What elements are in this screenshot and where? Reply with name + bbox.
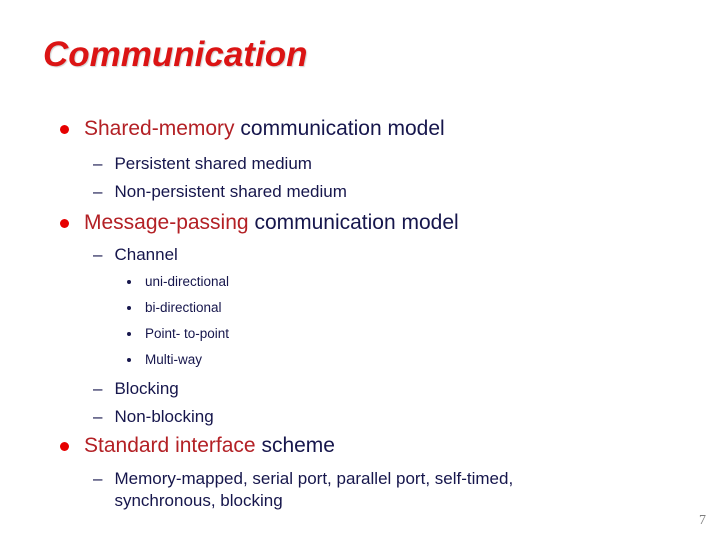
sub-bullet-text: Non-persistent shared medium — [114, 182, 347, 201]
red-bullet-dot-icon — [60, 219, 69, 228]
bullet-text: Standard interface scheme — [84, 433, 335, 459]
sub-sub-bullet-text: Point- to-point — [145, 326, 230, 341]
sub-sub-bullet-item-bi-directional: bi-directional — [0, 295, 720, 321]
sub-sub-bullet-item-uni-directional: uni-directional — [0, 269, 720, 295]
dash-bullet-icon: – — [93, 407, 103, 426]
sub-bullet-item-persistent: – Persistent shared medium — [0, 150, 720, 178]
bullet-rest-text: communication model — [240, 117, 445, 140]
sub-sub-bullet-item-multi-way: Multi-way — [0, 347, 720, 373]
small-dot-icon — [127, 358, 131, 362]
page-number: 7 — [699, 513, 706, 528]
red-bullet-dot-icon — [60, 442, 69, 451]
sub-bullet-text: Channel — [114, 245, 178, 264]
sub-bullet-item-non-blocking: – Non-blocking — [0, 403, 720, 431]
sub-sub-bullet-text: bi-directional — [145, 300, 222, 315]
sub-bullet-item-channel: – Channel — [0, 242, 720, 268]
keyword-text: Message-passing — [84, 211, 249, 234]
bullet-item-message-passing: Message-passing communication model — [0, 210, 720, 236]
bullet-item-standard-interface: Standard interface scheme — [0, 433, 720, 459]
dash-bullet-icon: – — [93, 182, 103, 201]
bullet-rest-text: communication model — [254, 211, 459, 234]
sub-bullet-text: Memory-mapped, serial port, parallel por… — [114, 469, 514, 510]
sub-bullet-text: Blocking — [114, 379, 179, 398]
keyword-text: Shared-memory — [84, 117, 235, 140]
dash-bullet-icon: – — [93, 154, 103, 173]
small-dot-icon — [127, 306, 131, 310]
dash-bullet-icon: – — [93, 245, 103, 264]
sub-sub-bullet-item-point-to-point: Point- to-point — [0, 321, 720, 347]
keyword-text: Standard interface — [84, 434, 256, 457]
sub-bullet-text: Non-blocking — [114, 407, 214, 426]
red-bullet-dot-icon — [60, 125, 69, 134]
bullet-text: Message-passing communication model — [84, 210, 459, 236]
sub-bullet-item-blocking: – Blocking — [0, 375, 720, 403]
sub-sub-bullet-text: Multi-way — [145, 352, 203, 367]
bullet-item-shared-memory: Shared-memory communication model — [0, 116, 720, 142]
sub-bullet-text: Persistent shared medium — [114, 154, 312, 173]
dash-bullet-icon: – — [93, 469, 103, 488]
sub-sub-bullet-text: uni-directional — [145, 274, 230, 289]
bullet-text: Shared-memory communication model — [84, 116, 445, 142]
sub-bullet-item-non-persistent: – Non-persistent shared medium — [0, 178, 720, 206]
bullet-rest-text: scheme — [261, 434, 335, 457]
page-title: Communication — [43, 35, 308, 74]
small-dot-icon — [127, 332, 131, 336]
dash-bullet-icon: – — [93, 379, 103, 398]
sub-bullet-item-memory-mapped: – Memory-mapped, serial port, parallel p… — [0, 465, 720, 512]
small-dot-icon — [127, 280, 131, 284]
